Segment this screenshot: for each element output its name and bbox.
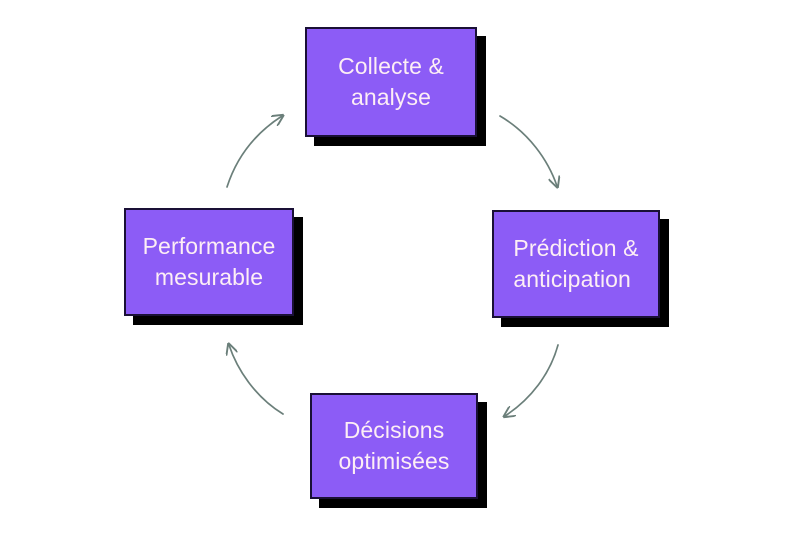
arrow-decisions-to-performance <box>229 345 284 415</box>
node-collecte-analyse[interactable]: Collecte & analyse <box>305 27 477 137</box>
node-prediction-anticipation-label: Prédiction & anticipation <box>513 234 639 292</box>
arrow-prediction-to-decisions <box>505 344 559 416</box>
arrow-performance-to-collecte <box>226 116 282 188</box>
node-prediction-anticipation[interactable]: Prédiction & anticipation <box>492 210 660 318</box>
arrow-collecte-to-prediction <box>499 115 557 186</box>
node-decisions-optimisees-label: Décisions optimisées <box>338 416 450 474</box>
node-collecte-analyse-label: Collecte & analyse <box>338 52 444 110</box>
node-performance-mesurable-label: Performance mesurable <box>142 232 276 290</box>
node-performance-mesurable[interactable]: Performance mesurable <box>124 208 294 316</box>
node-decisions-optimisees[interactable]: Décisions optimisées <box>310 393 478 499</box>
